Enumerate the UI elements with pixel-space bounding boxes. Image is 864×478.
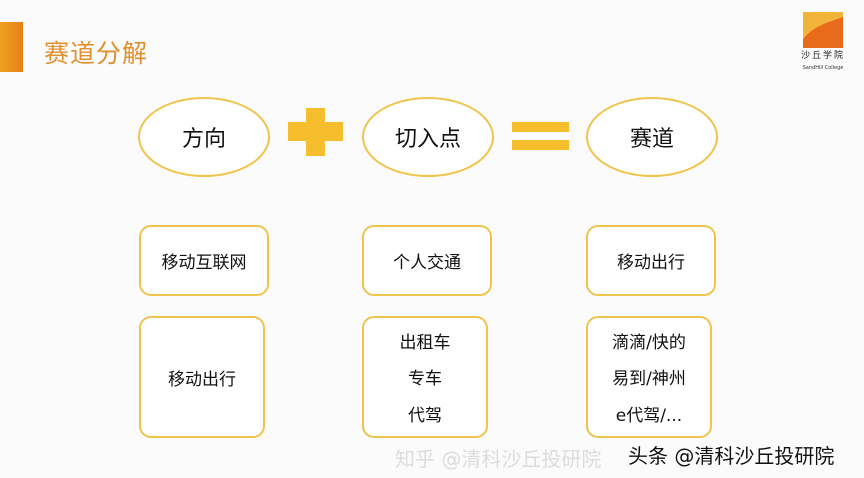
entry-point-bottom-box: 出租车 专车 代驾 [362, 316, 488, 438]
direction-bottom-box: 移动出行 [139, 316, 265, 438]
direction-top-box: 移动互联网 [139, 225, 269, 296]
box-item: 移动出行 [168, 369, 236, 390]
entry-point-top-box: 个人交通 [362, 225, 492, 296]
box-item: 滴滴/快的 [612, 332, 686, 353]
zhihu-watermark: 知乎 @清科沙丘投研院 [395, 447, 602, 471]
direction-ellipse: 方向 [138, 97, 270, 177]
box-item: e代驾/... [615, 406, 683, 427]
logo-cn-text: 沙丘学院 [800, 51, 845, 61]
box-item: 出租车 [399, 332, 451, 353]
slide-title: 赛道分解 [44, 39, 149, 68]
entry-point-ellipse: 切入点 [362, 97, 494, 177]
box-item: 代驾 [408, 406, 442, 427]
box-item: 专车 [408, 369, 442, 390]
track-top-box: 移动出行 [586, 225, 716, 296]
toutiao-watermark: 头条 @清科沙丘投研院 [628, 444, 835, 468]
box-item: 易到/神州 [612, 369, 686, 390]
title-accent-bar [0, 22, 23, 72]
box-label: 个人交通 [393, 253, 461, 273]
logo-en-text: SandHill College [802, 65, 844, 71]
sandhill-college-logo: 沙丘学院 SandHill College [793, 8, 853, 74]
box-label: 移动出行 [617, 253, 685, 273]
box-label: 移动互联网 [161, 253, 247, 273]
logo-mark-icon [803, 12, 843, 48]
track-bottom-box: 滴滴/快的 易到/神州 e代驾/... [586, 316, 712, 438]
track-ellipse: 赛道 [586, 97, 718, 177]
